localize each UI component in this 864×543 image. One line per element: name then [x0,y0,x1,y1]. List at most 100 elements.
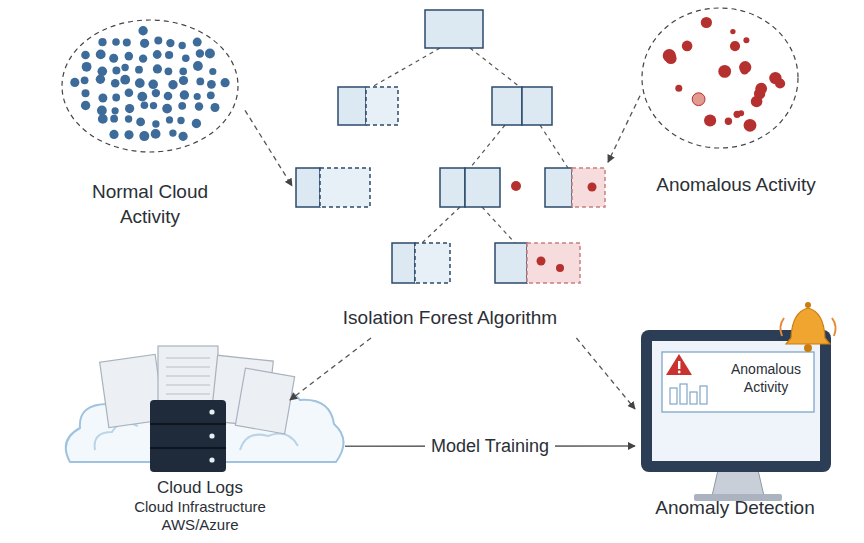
anomaly-point [739,61,751,73]
normal-cluster-outline [62,20,238,152]
tree-split [492,87,522,125]
normal-point [109,54,118,63]
normal-point [221,78,230,87]
tree-split [465,168,500,207]
tree-split [522,87,552,125]
normal-point [162,104,172,114]
dashed-arrow [245,110,292,186]
isolation-tree [296,10,605,283]
normal-point [166,116,173,123]
normal-point [135,66,143,74]
normal-point [177,117,184,124]
normal-point [136,118,145,127]
text-holder: Isolation Forest Algorithm [292,307,608,330]
paper-line [166,375,210,376]
normal-point [164,92,173,101]
normal-point [207,91,215,99]
tree-split [296,168,320,207]
normal-point [109,130,118,139]
anomaly-point [730,29,735,34]
tree-split [338,87,366,125]
isolated-points [511,181,597,272]
anomaly-point [682,41,693,52]
tree-branches [372,48,568,243]
normal-point [125,104,134,113]
tree-leaf-anomaly [527,243,580,283]
normal-point [194,93,201,100]
normal-point [112,107,119,114]
tree-split [320,168,370,207]
normal-point [179,68,187,76]
text-holder: Cloud Logs [55,478,345,498]
anomaly-point [675,85,682,92]
normal-point [207,80,216,89]
edge-label: Model Training [425,436,555,457]
normal-point [112,94,120,102]
normal-point [139,131,149,141]
normal-point [182,55,190,63]
tree-leaf-anomaly [572,168,605,207]
alarm-bell [780,302,835,352]
normal-point [140,39,149,48]
output-heading: Anomaly Detection [635,497,835,520]
isolation-forest-tree: Isolation Forest Algorithm [292,0,608,338]
normal-point [154,36,162,44]
normal-point [179,42,186,49]
normal-point [180,90,189,99]
normal-point [152,120,159,127]
monitor-icon [641,302,836,501]
normal-point [165,51,173,59]
normal-point [82,62,92,72]
normal-point [82,89,90,97]
normal-point [124,130,133,139]
normal-point [98,94,107,103]
mini-chart [670,384,707,404]
normal-point [123,39,131,47]
tree-split [440,168,465,207]
normal-point [150,102,157,109]
alert-window [662,352,814,412]
tree-split [366,87,398,125]
source-heading: Cloud Logs [55,478,345,498]
normal-point [70,78,79,87]
paper-lines [166,358,210,394]
anomaly-detection-monitor: Anomalous ActivityAnomaly Detection [635,325,835,525]
normal-point [165,67,173,75]
normal-point [111,79,120,88]
monitor-screen [652,341,820,461]
normal-activity-cluster: Normal Cloud Activity [55,20,245,235]
paper-line [166,384,210,385]
anomaly-point [744,119,757,132]
normal-point [196,78,204,86]
tree-root [425,10,483,48]
cloud-detail [240,434,298,450]
anomaly-point [730,41,740,51]
cluster-heading: Anomalous Activity [640,174,832,197]
normal-point [211,103,220,112]
normal-point [97,106,107,116]
text-holder: Anomalous Activity [718,361,814,396]
tree-split [495,243,527,283]
dashed-arrow [608,96,640,162]
text-holder: Cloud Infrastructure AWS/Azure [55,498,345,535]
dashed-arrow [576,338,635,409]
tree-split [392,243,415,283]
algorithm-heading: Isolation Forest Algorithm [292,307,608,330]
monitor-stand [712,470,764,496]
normal-point [179,132,188,141]
normal-point [193,38,202,47]
normal-point [137,92,147,102]
tree-split [415,243,450,283]
anomaly-point [751,96,763,108]
normal-point [81,76,89,84]
normal-point [151,129,161,139]
normal-point [135,78,145,88]
normal-point [125,115,132,122]
anomaly-point [755,83,767,95]
normal-point [121,64,128,71]
normal-point [152,89,160,97]
anomaly-point [718,65,731,78]
normal-point [178,102,186,110]
source-subtitle: Cloud Infrastructure AWS/Azure [115,498,285,535]
